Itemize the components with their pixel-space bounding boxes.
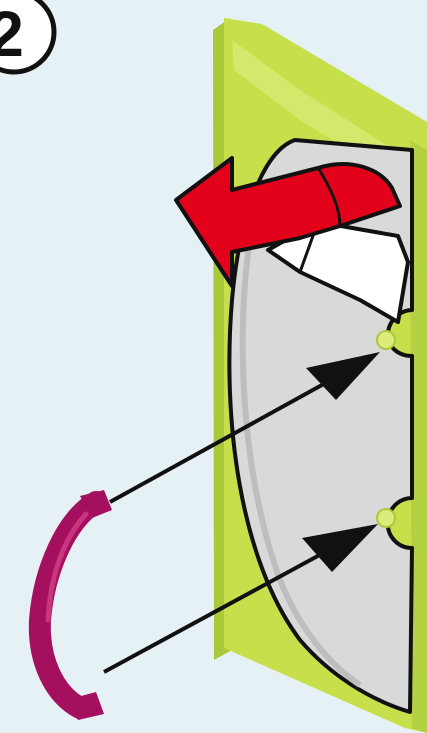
step-badge: 2 (0, 0, 54, 72)
ring-clip (40, 490, 112, 720)
mounting-hole-lower (377, 509, 395, 527)
mounting-hole-upper (377, 331, 395, 349)
mounting-hole-icon (377, 331, 395, 349)
step-number: 2 (0, 0, 24, 70)
mounting-hole-icon (377, 509, 395, 527)
